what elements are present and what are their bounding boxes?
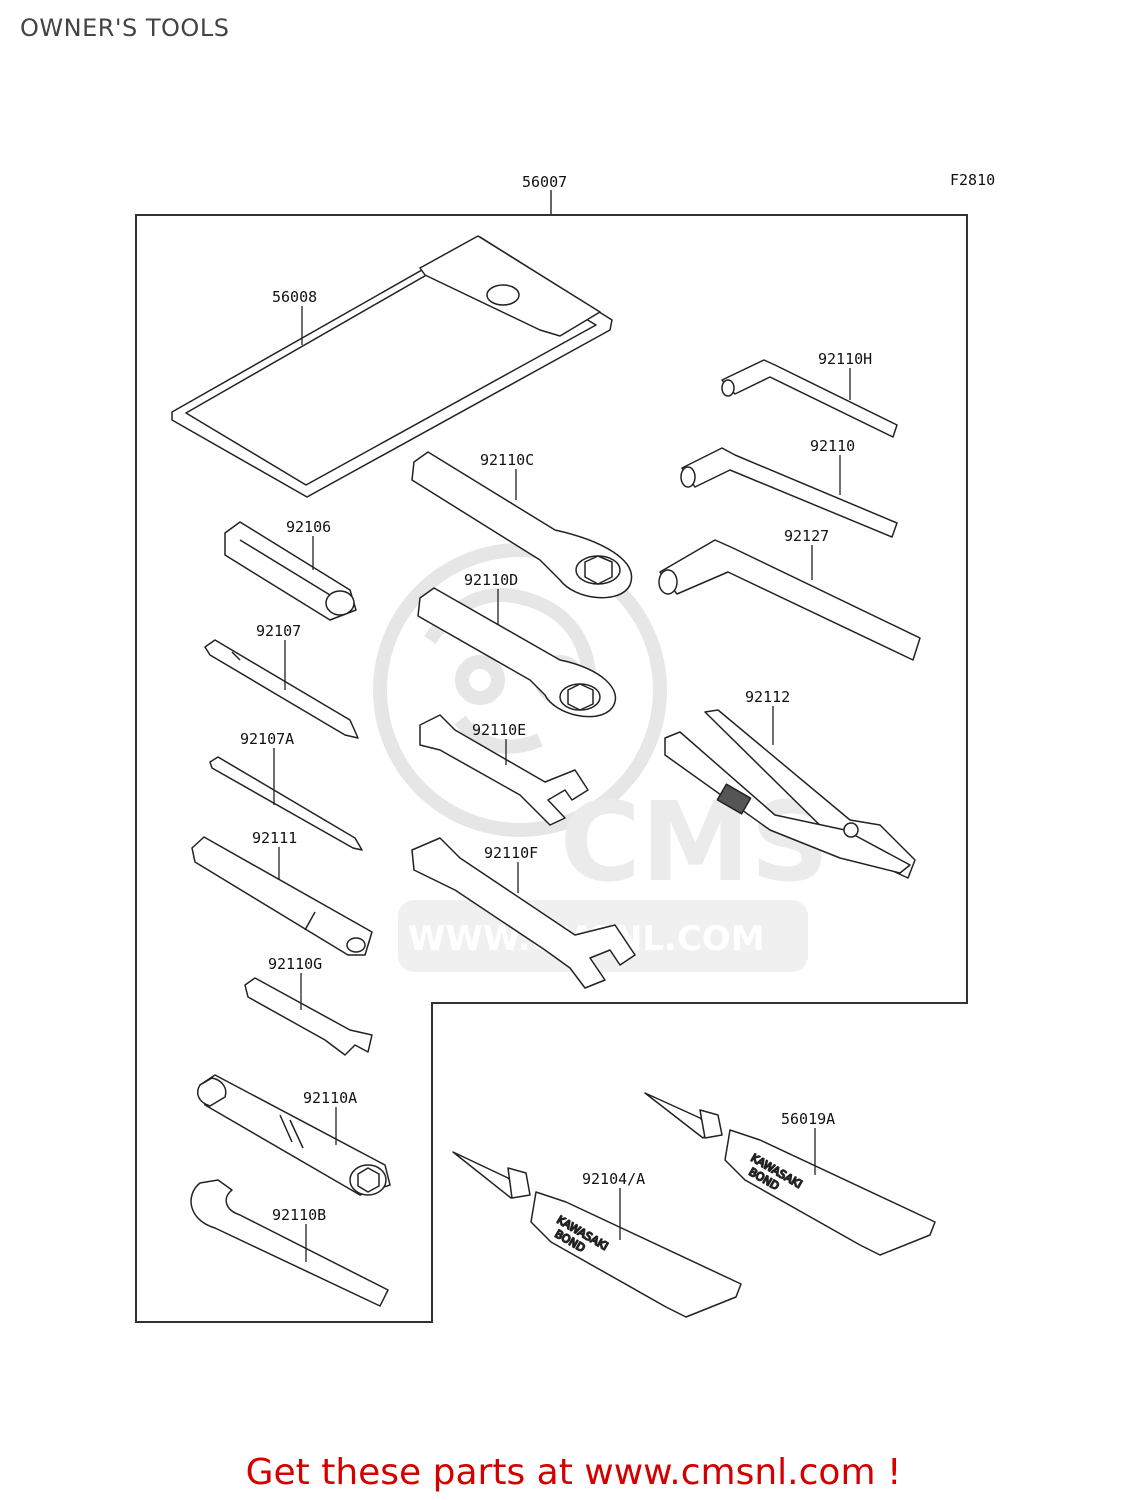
box-wrench-d-icon [417, 587, 617, 718]
part-label-92111: 92111 [252, 829, 297, 847]
watermark-brand: CMS [560, 778, 829, 906]
part-label-92112: 92112 [745, 688, 790, 706]
part-label-92107: 92107 [256, 622, 301, 640]
part-label-92110B: 92110B [272, 1206, 326, 1224]
hex-key-large-icon [658, 539, 921, 661]
part-label-56008: 56008 [272, 288, 317, 306]
part-label-92110: 92110 [810, 437, 855, 455]
combo-wrench-f-icon [411, 837, 636, 989]
screwdriver-icon [204, 639, 359, 739]
part-label-92110C: 92110C [480, 451, 534, 469]
plug-handle-icon [224, 521, 357, 621]
kit-boundary [135, 214, 968, 1323]
parts-diagram: CMS WWW.CMSNL.COM 56007 F2810 [135, 171, 995, 1323]
hex-key-small-icon [721, 359, 898, 438]
part-label-92110H: 92110H [818, 350, 872, 368]
box-wrench-c-icon [411, 451, 633, 599]
bond-tube-a-icon: KAWASAKI BOND [644, 1092, 936, 1256]
small-wrench-icon [244, 977, 373, 1056]
part-label-92104A: 92104/A [582, 1170, 645, 1188]
page-title: OWNER'S TOOLS [20, 14, 230, 42]
hook-wrench-icon [190, 1179, 389, 1307]
tool-bag-icon [171, 235, 613, 498]
part-label-92107A: 92107A [240, 730, 294, 748]
combo-wrench-e-icon [419, 714, 589, 826]
leader-lines [273, 306, 851, 1262]
part-label-56019A: 56019A [781, 1110, 835, 1128]
kit-number-label: 56007 [522, 173, 567, 191]
part-label-92110A: 92110A [303, 1089, 357, 1107]
part-label-92127: 92127 [784, 527, 829, 545]
figure-code: F2810 [950, 171, 995, 189]
part-label-92110G: 92110G [268, 955, 322, 973]
part-labels: 56008 92110H 92110 92110C 92106 92127 92… [240, 288, 872, 1224]
pliers-icon [664, 709, 916, 879]
spark-plug-wrench-icon [197, 1074, 391, 1196]
part-label-92110E: 92110E [472, 721, 526, 739]
part-label-92106: 92106 [286, 518, 331, 536]
hex-key-medium-icon [680, 447, 898, 538]
part-label-92110F: 92110F [484, 844, 538, 862]
part-label-92110D: 92110D [464, 571, 518, 589]
extension-bar-icon [191, 836, 373, 956]
screwdriver-small-icon [209, 756, 363, 851]
watermark: CMS WWW.CMSNL.COM [373, 543, 829, 972]
footer-link-text[interactable]: Get these parts at www.cmsnl.com ! [245, 1452, 902, 1493]
